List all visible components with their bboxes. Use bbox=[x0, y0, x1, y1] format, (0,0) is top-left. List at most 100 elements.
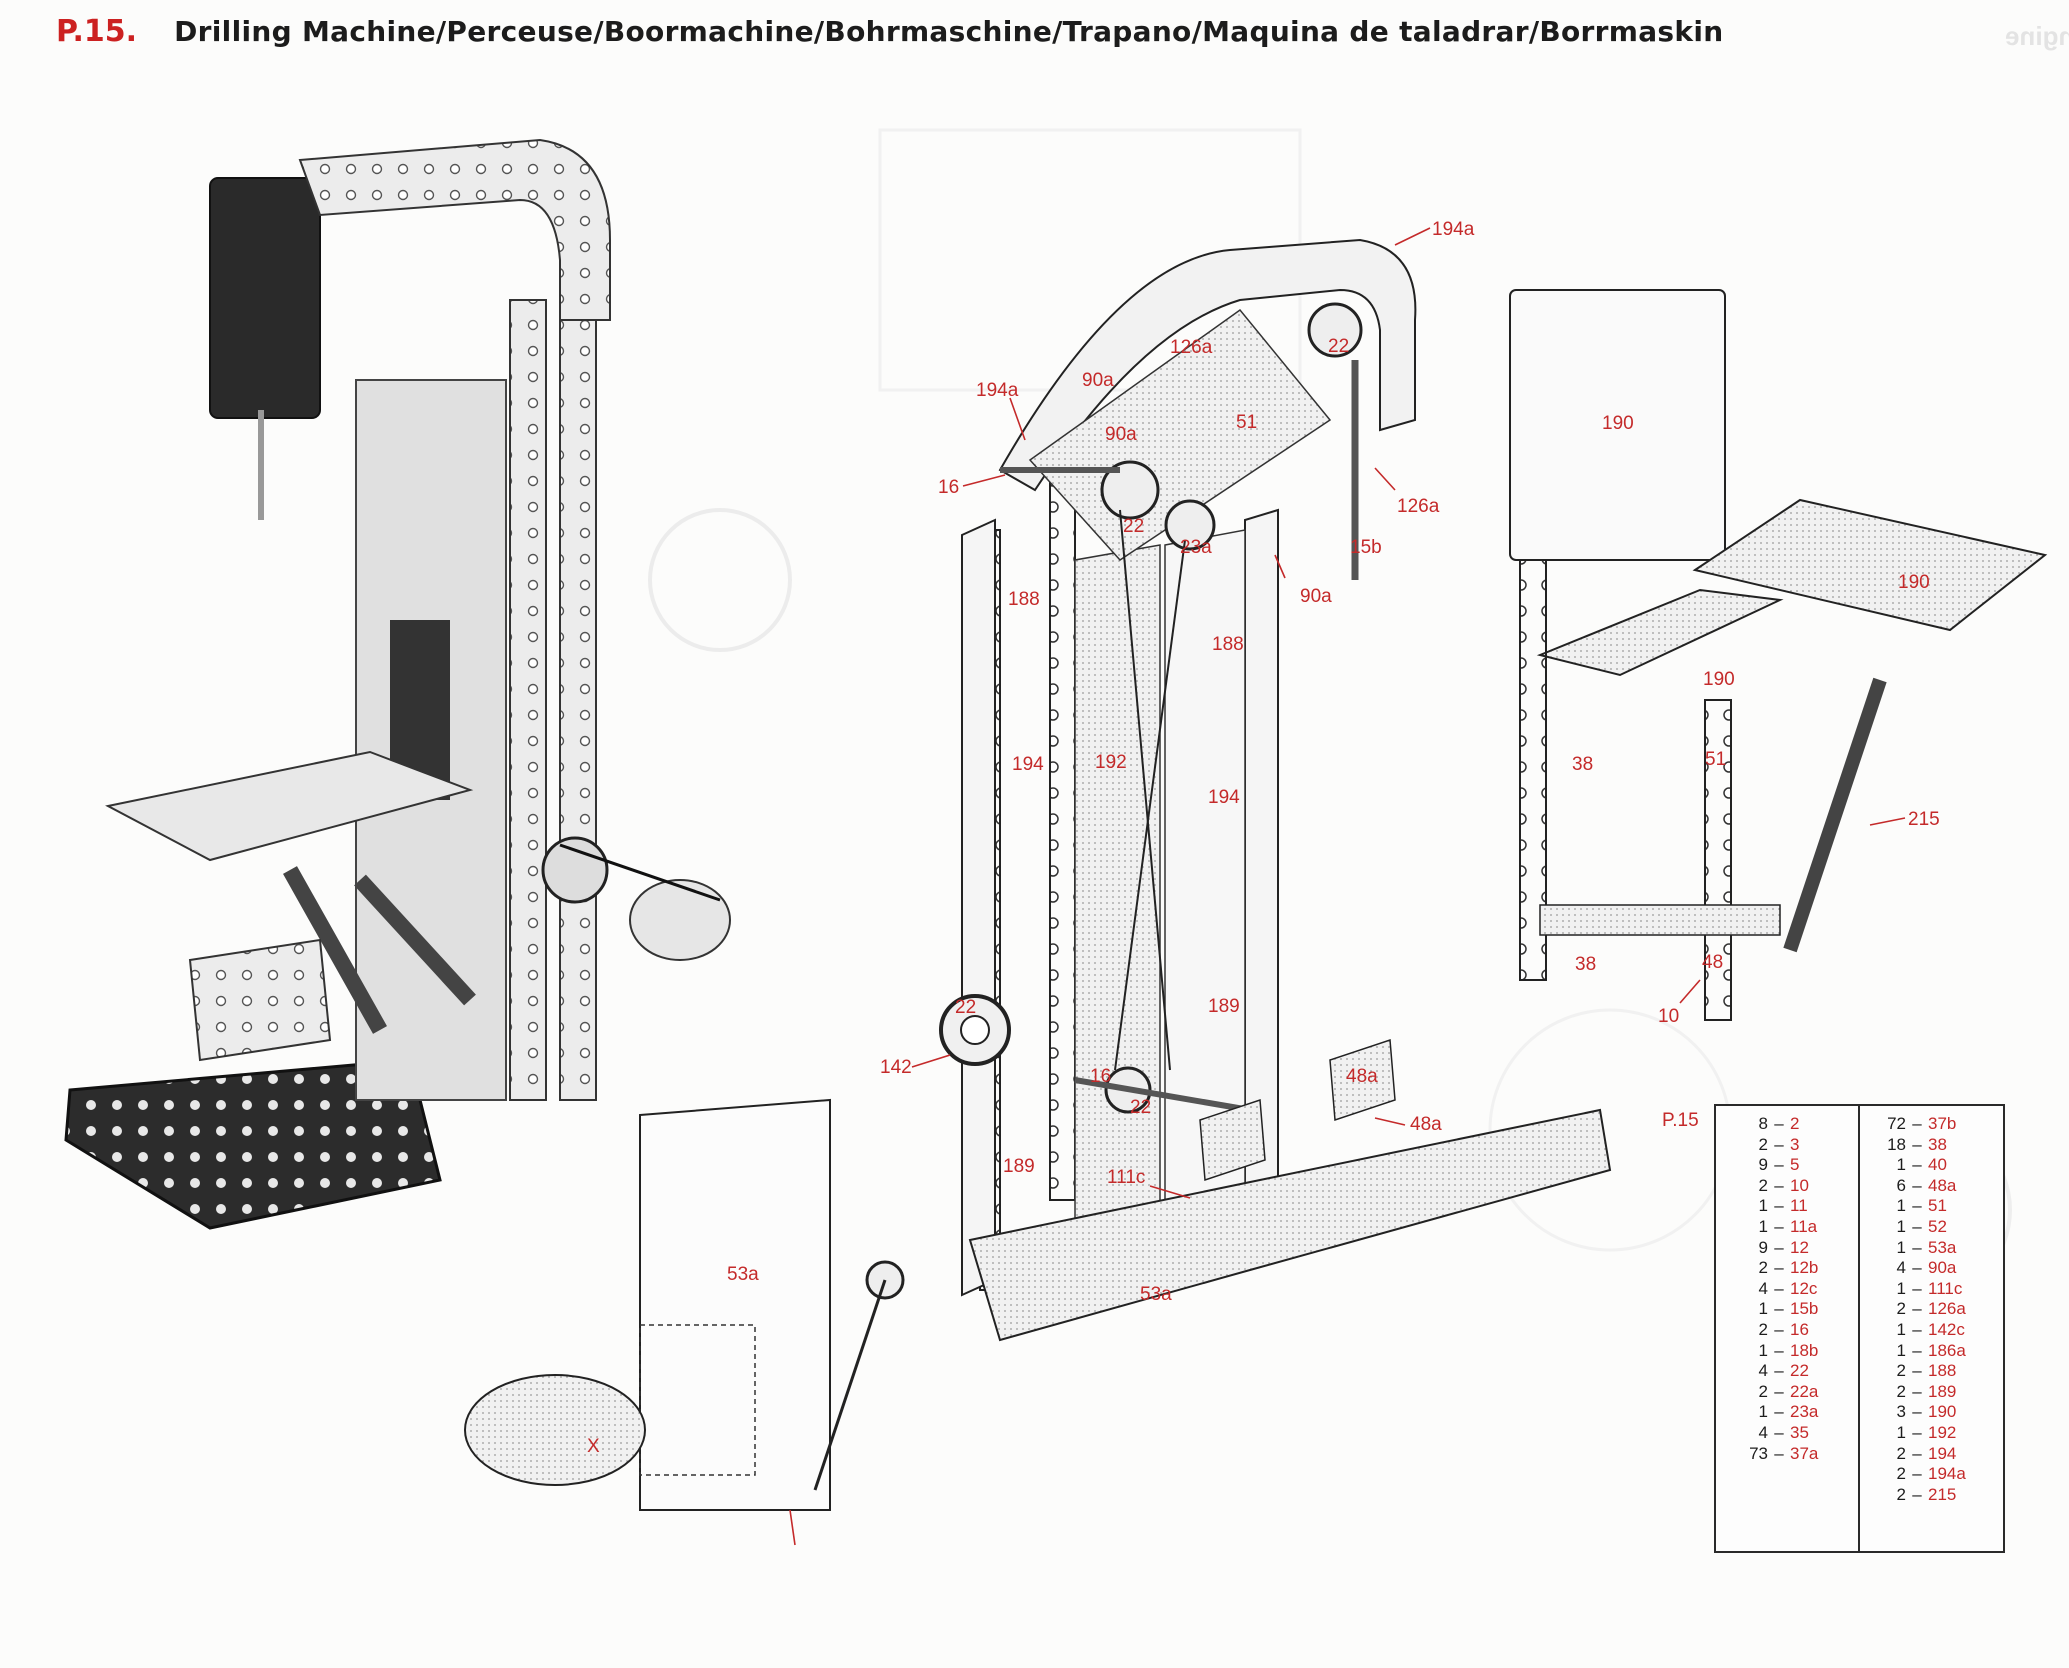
part-number: 10 bbox=[1790, 1175, 1809, 1195]
part-number: 12c bbox=[1790, 1278, 1818, 1298]
parts-list-row: 1–11a bbox=[1738, 1217, 1858, 1238]
callout-188-right: 188 bbox=[1212, 634, 1244, 655]
assembled-drilling-machine bbox=[64, 138, 731, 1230]
part-number: 51 bbox=[1928, 1196, 1947, 1216]
electric-motor bbox=[464, 1374, 646, 1486]
part-dash: – bbox=[1774, 1175, 1784, 1195]
callout-48a-2: 48a bbox=[1410, 1114, 1442, 1135]
part-dash: – bbox=[1774, 1258, 1784, 1278]
part-number: 12b bbox=[1790, 1258, 1819, 1278]
back-plate-190 bbox=[1509, 289, 1726, 561]
part-dash: – bbox=[1912, 1114, 1922, 1133]
table-link bbox=[354, 874, 476, 1006]
part-number: 190 bbox=[1928, 1402, 1957, 1422]
part-quantity: 2 bbox=[1896, 1299, 1906, 1319]
part-dash: – bbox=[1774, 1216, 1784, 1236]
parts-list-row: 1–192 bbox=[1876, 1423, 1996, 1444]
part-quantity: 2 bbox=[1896, 1361, 1906, 1381]
part-quantity: 1 bbox=[1896, 1422, 1906, 1442]
part-quantity: 2 bbox=[1896, 1443, 1906, 1463]
parts-list-row: 8–2 bbox=[1738, 1114, 1858, 1135]
part-quantity: 2 bbox=[1758, 1134, 1768, 1154]
part-number: 37a bbox=[1790, 1443, 1819, 1463]
flanged-plate-53a bbox=[639, 1098, 831, 1511]
part-number: 11 bbox=[1790, 1196, 1808, 1216]
callout-10: 10 bbox=[1658, 1006, 1679, 1027]
part-number: 5 bbox=[1790, 1155, 1800, 1175]
part-number: 53a bbox=[1928, 1237, 1957, 1257]
part-dash: – bbox=[1912, 1484, 1922, 1504]
part-number: 189 bbox=[1928, 1381, 1957, 1401]
callout-126a-right: 126a bbox=[1397, 496, 1440, 517]
part-quantity: 2 bbox=[1896, 1381, 1906, 1401]
part-quantity: 1 bbox=[1758, 1299, 1768, 1319]
part-number: 142c bbox=[1928, 1319, 1965, 1339]
part-number: 186a bbox=[1928, 1340, 1966, 1360]
parts-list-row: 1–40 bbox=[1876, 1155, 1996, 1176]
exploded-main-frame bbox=[939, 238, 1612, 1342]
callout-90a-2: 90a bbox=[1105, 424, 1137, 445]
part-quantity: 1 bbox=[1896, 1340, 1906, 1360]
part-dash: – bbox=[1912, 1237, 1922, 1257]
parts-list-row: 2–22a bbox=[1738, 1382, 1858, 1403]
vice bbox=[188, 938, 332, 1062]
callout-142: 142 bbox=[880, 1057, 912, 1078]
motor-plate-subassembly bbox=[464, 1098, 905, 1511]
pulley-22-top bbox=[1307, 302, 1363, 358]
table-strip-right bbox=[1704, 699, 1732, 1021]
belt-b bbox=[1114, 539, 1186, 1071]
part-number: 48a bbox=[1928, 1175, 1957, 1195]
part-number: 90a bbox=[1928, 1258, 1957, 1278]
part-dash: – bbox=[1912, 1381, 1922, 1401]
callout-190-back: 190 bbox=[1602, 413, 1634, 434]
part-dash: – bbox=[1774, 1361, 1784, 1381]
part-number: 188 bbox=[1928, 1361, 1957, 1381]
column-strip-right bbox=[559, 299, 597, 1101]
part-quantity: 1 bbox=[1758, 1340, 1768, 1360]
part-quantity: 1 bbox=[1758, 1216, 1768, 1236]
part-dash: – bbox=[1774, 1299, 1784, 1319]
callout-53a-base: 53a bbox=[1140, 1284, 1172, 1305]
part-dash: – bbox=[1912, 1175, 1922, 1195]
part-number: 215 bbox=[1928, 1484, 1957, 1504]
part-dash: – bbox=[1774, 1319, 1784, 1339]
callout-189-left: 189 bbox=[1003, 1156, 1035, 1177]
part-quantity: 2 bbox=[1896, 1464, 1906, 1484]
parts-list-row: 1–51 bbox=[1876, 1196, 1996, 1217]
parts-list-row: 9–12 bbox=[1738, 1238, 1858, 1259]
parts-list-row: 4–90a bbox=[1876, 1258, 1996, 1279]
part-dash: – bbox=[1774, 1402, 1784, 1422]
callout-194-left: 194 bbox=[1012, 754, 1044, 775]
table-arm bbox=[283, 866, 387, 1034]
parts-list-row: 1–186a bbox=[1876, 1341, 1996, 1362]
brace-215 bbox=[1783, 677, 1887, 953]
part-quantity: 2 bbox=[1758, 1381, 1768, 1401]
axle-16-low bbox=[1074, 1077, 1251, 1113]
callout-189-right: 189 bbox=[1208, 996, 1240, 1017]
part-quantity: 18 bbox=[1887, 1134, 1906, 1154]
front-strip-left bbox=[961, 518, 996, 1297]
part-number: 15b bbox=[1790, 1299, 1819, 1319]
base-plate bbox=[968, 1108, 1612, 1342]
callout-16-top: 16 bbox=[938, 477, 959, 498]
parts-list-row: 1–18b bbox=[1738, 1341, 1858, 1362]
callout-194-right: 194 bbox=[1208, 787, 1240, 808]
part-number: 40 bbox=[1928, 1155, 1947, 1175]
part-dash: – bbox=[1774, 1443, 1784, 1463]
parts-list-row: 2–194 bbox=[1876, 1444, 1996, 1465]
part-dash: – bbox=[1912, 1196, 1922, 1216]
parts-list-row: 4–12c bbox=[1738, 1279, 1858, 1300]
callout-194a-left: 194a bbox=[976, 380, 1019, 401]
parts-list-row: 2–194a bbox=[1876, 1464, 1996, 1485]
part-quantity: 2 bbox=[1758, 1175, 1768, 1195]
parts-list-row: 2–3 bbox=[1738, 1135, 1858, 1156]
callout-192: 192 bbox=[1095, 752, 1127, 773]
part-quantity: 1 bbox=[1896, 1155, 1906, 1175]
part-quantity: 8 bbox=[1758, 1114, 1768, 1133]
part-quantity: 4 bbox=[1896, 1258, 1906, 1278]
belt-a bbox=[1119, 509, 1171, 1071]
